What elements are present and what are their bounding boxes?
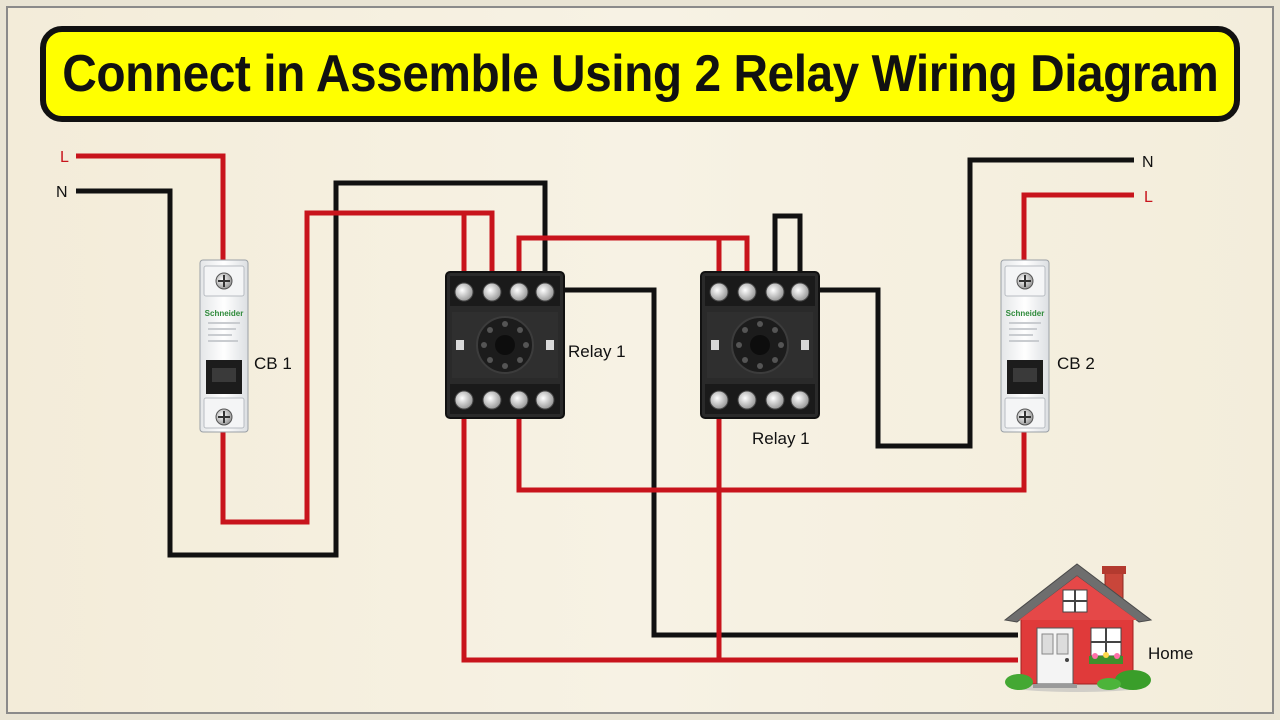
live-wires [76,153,1134,663]
circuit-breaker-1: Schneider [199,259,249,433]
relay-top-terminals [454,282,555,302]
relay-top-terminals [709,282,810,302]
cb1-label: CB 1 [254,354,292,373]
live-wire-relay1-to-home [461,400,1018,663]
supply-left-live-label: L [60,149,69,166]
relay-socket-1 [445,271,565,419]
live-wire-cb1-to-relay1 [220,210,495,525]
live-wire-left-supply [76,153,226,272]
neutral-wire-relay2-link [772,213,803,290]
relay-bottom-terminals [454,390,555,410]
house-roof [1003,563,1153,623]
supply-right-live-label: L [1144,189,1153,206]
relay-2-label: Relay 1 [752,429,810,448]
cb2-label: CB 2 [1057,354,1095,373]
live-wire-relay1-to-relay2 [516,235,750,290]
relay-1-label: Relay 1 [568,342,626,361]
house-icon [1003,563,1153,692]
relay-bottom-terminals [709,390,810,410]
breaker-brand-label: Schneider [1006,309,1045,318]
supply-left-neutral-label: N [56,184,68,201]
relay-socket-2 [700,271,820,419]
live-wire-right-supply [1021,192,1134,272]
home-label: Home [1148,644,1193,663]
neutral-wire-relay1-to-home [545,287,1018,638]
neutral-wires [76,157,1134,638]
circuit-breaker-2: Schneider [1000,259,1050,433]
live-wire-cb2-to-relay1 [516,400,1027,493]
neutral-wire-relay2-to-right-supply [800,157,1134,449]
breaker-brand-label: Schneider [205,309,244,318]
page-title: Connect in Assemble Using 2 Relay Wiring… [61,45,1219,103]
neutral-wire-left-supply [76,180,548,558]
title-banner: Connect in Assemble Using 2 Relay Wiring… [40,26,1240,122]
supply-right-neutral-label: N [1142,154,1154,171]
